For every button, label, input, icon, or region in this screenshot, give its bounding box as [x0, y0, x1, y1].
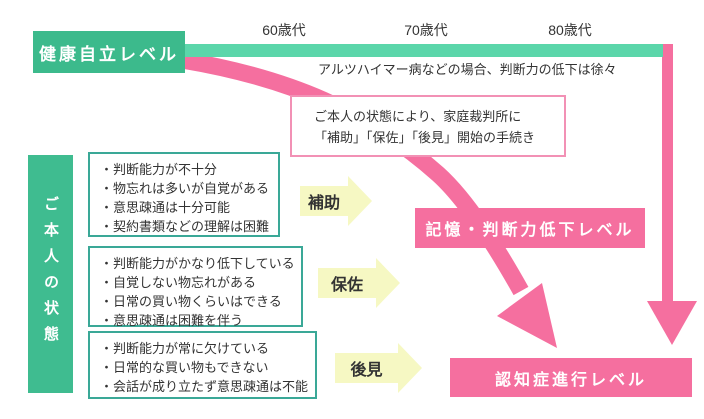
stage-arrow-label: 補助	[307, 195, 340, 212]
condition-item: 契約書類などの理解は困難	[100, 217, 272, 236]
condition-item: 判断能力が常に欠けている	[100, 339, 309, 358]
right-decline-arrow	[662, 44, 673, 305]
condition-box-koken: 判断能力が常に欠けている 日常的な買い物もできない 会話が成り立たず意思疎通は不…	[88, 331, 317, 399]
age-label-70s: 70歳代	[404, 22, 448, 38]
age-label-80s: 80歳代	[548, 22, 592, 38]
patient-state-axis-label: ご本人の状態	[42, 196, 59, 352]
condition-box-hosa: 判断能力がかなり低下している 自覚しない物忘れがある 日常の買い物くらいはできる…	[88, 246, 303, 330]
stage-arrow-hojo: 補助	[300, 186, 348, 216]
condition-item: 日常的な買い物もできない	[100, 358, 309, 377]
right-decline-arrowhead	[647, 301, 697, 345]
alzheimer-note: アルツハイマー病などの場合、判断力の低下は徐々	[318, 62, 617, 77]
condition-item: 会話が成り立たず意思疎通は不能	[100, 377, 309, 396]
age-label-60s: 60歳代	[262, 22, 306, 38]
court-procedure-box: ご本人の状態により、家庭裁判所に 「補助」「保佐」「後見」開始の手続き	[290, 95, 566, 157]
court-procedure-line1: ご本人の状態により、家庭裁判所に	[314, 109, 522, 124]
condition-item: 物忘れは多いが自覚がある	[100, 179, 272, 198]
condition-item: 判断能力がかなり低下している	[100, 254, 295, 273]
stage-arrow-label: 保佐	[330, 277, 363, 294]
condition-box-hojo: 判断能力が不十分 物忘れは多いが自覚がある 意思疎通は十分可能 契約書類などの理…	[88, 152, 280, 237]
condition-item: 自覚しない物忘れがある	[100, 273, 295, 292]
condition-item: 意思疎通は十分可能	[100, 198, 272, 217]
dementia-progress-level-box: 認知症進行レベル	[450, 358, 692, 397]
stage-arrow-hosa: 保佐	[318, 268, 376, 298]
condition-item: 判断能力が不十分	[100, 160, 272, 179]
condition-item: 日常の買い物くらいはできる	[100, 292, 295, 311]
patient-state-axis: ご本人の状態	[28, 155, 73, 393]
stage-arrow-label: 後見	[350, 362, 383, 379]
court-procedure-line2: 「補助」「保佐」「後見」開始の手続き	[314, 130, 536, 145]
health-independence-level-box: 健康自立レベル	[33, 31, 185, 73]
stage-arrow-koken: 後見	[335, 353, 398, 383]
memory-decline-level-box: 記憶・判断力低下レベル	[415, 208, 645, 248]
decline-curve-arrowhead	[497, 283, 557, 348]
condition-item: 意思疎通は困難を伴う	[100, 311, 295, 330]
age-axis-bar	[183, 44, 663, 57]
